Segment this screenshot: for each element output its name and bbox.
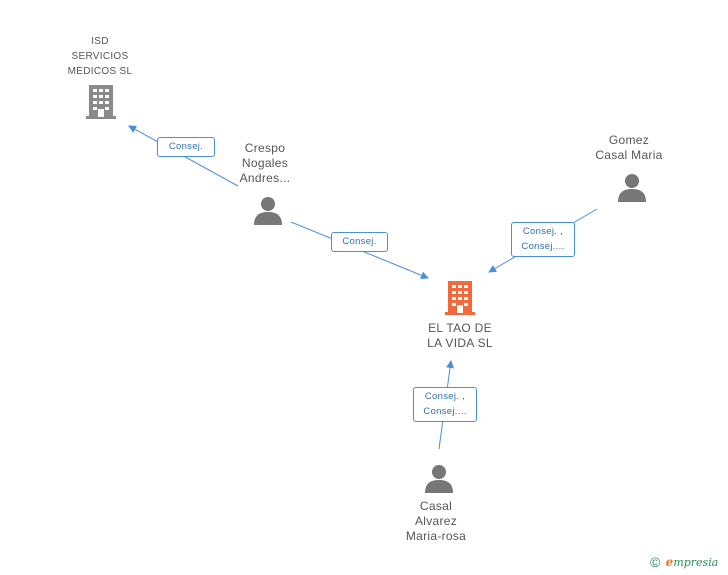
- edge-label-gomez-tao[interactable]: Consej. , Consej....: [511, 222, 575, 257]
- edge-label-text: Consej....: [521, 241, 565, 252]
- edge-label-text: Consej.: [342, 236, 377, 247]
- building-icon[interactable]: [444, 281, 476, 315]
- person-icon[interactable]: [424, 463, 454, 493]
- node-label-isd: ISD SERVICIOS MEDICOS SL: [67, 36, 133, 77]
- edge-label-text: Consej....: [423, 406, 467, 417]
- building-icon[interactable]: [85, 85, 117, 119]
- edge-label-crespo-isd[interactable]: Consej.: [157, 137, 215, 157]
- brand-logo: © empresia: [650, 554, 718, 570]
- copyright-icon: ©: [650, 554, 661, 570]
- node-label-crespo: Crespo Nogales Andres...: [239, 141, 291, 185]
- edge-label-crespo-tao[interactable]: Consej.: [331, 232, 388, 252]
- node-label-casal: Casal Alvarez Maria-rosa: [405, 499, 467, 543]
- edge-label-casal-tao[interactable]: Consej. , Consej....: [413, 387, 477, 422]
- edge-label-text: Consej. ,: [522, 226, 564, 237]
- edge-label-text: Consej.: [168, 141, 204, 152]
- person-icon[interactable]: [617, 172, 647, 202]
- node-label-gomez: Gomez Casal Maria: [595, 133, 663, 162]
- edge-label-text: Consej. ,: [424, 391, 466, 402]
- brand-initial: e: [665, 555, 674, 569]
- person-icon[interactable]: [253, 195, 283, 225]
- brand-name: mpresia: [673, 556, 719, 569]
- node-label-tao: EL TAO DE LA VIDA SL: [427, 321, 493, 350]
